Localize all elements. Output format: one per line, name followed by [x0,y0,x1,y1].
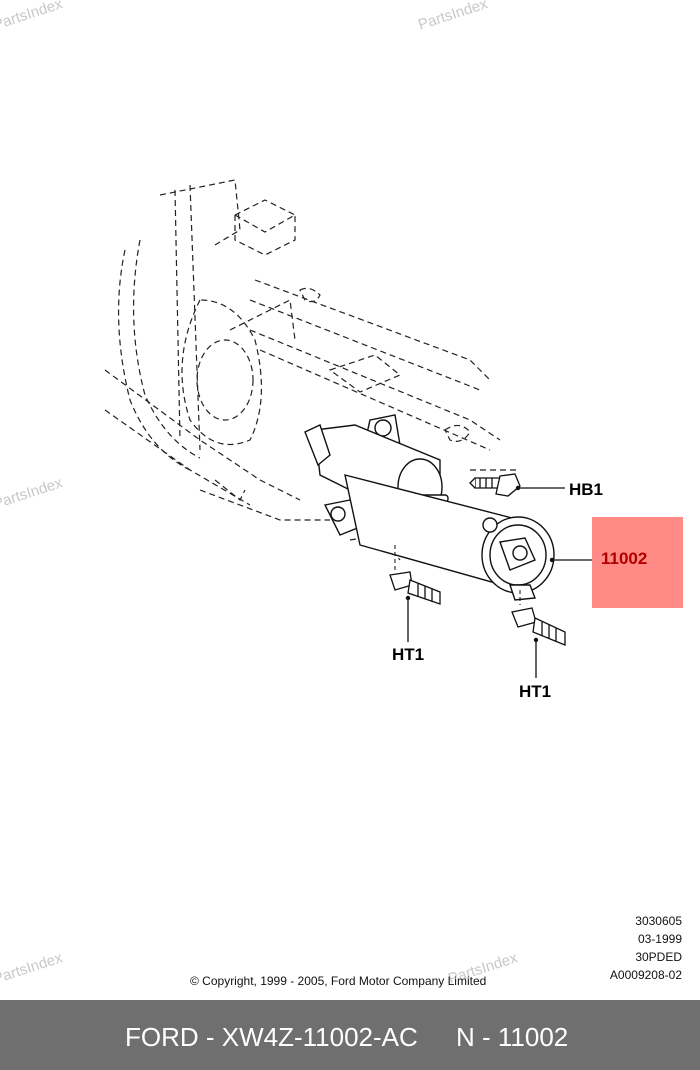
footer-bar: FORD - XW4Z-11002-AC N - 11002 [0,1000,700,1070]
callout-ht1-left[interactable]: HT1 [392,645,425,664]
callout-hb1[interactable]: HB1 [569,480,604,499]
copyright-text: © Copyright, 1999 - 2005, Ford Motor Com… [190,974,487,988]
meta-code-1: 3030605 [635,914,682,928]
meta-code-2: 03-1999 [637,932,682,946]
meta-code-4: A0009208-02 [609,968,682,982]
callout-ht1-right[interactable]: HT1 [519,682,552,701]
meta-code-3: 30PDED [635,950,682,964]
footer-part-number: FORD - XW4Z-11002-AC [125,1022,418,1052]
starter-motor-diagram [104,179,598,678]
callout-11002[interactable]: 11002 [601,549,648,568]
part-highlight [592,517,683,608]
footer-reference: N - 11002 [456,1022,569,1052]
